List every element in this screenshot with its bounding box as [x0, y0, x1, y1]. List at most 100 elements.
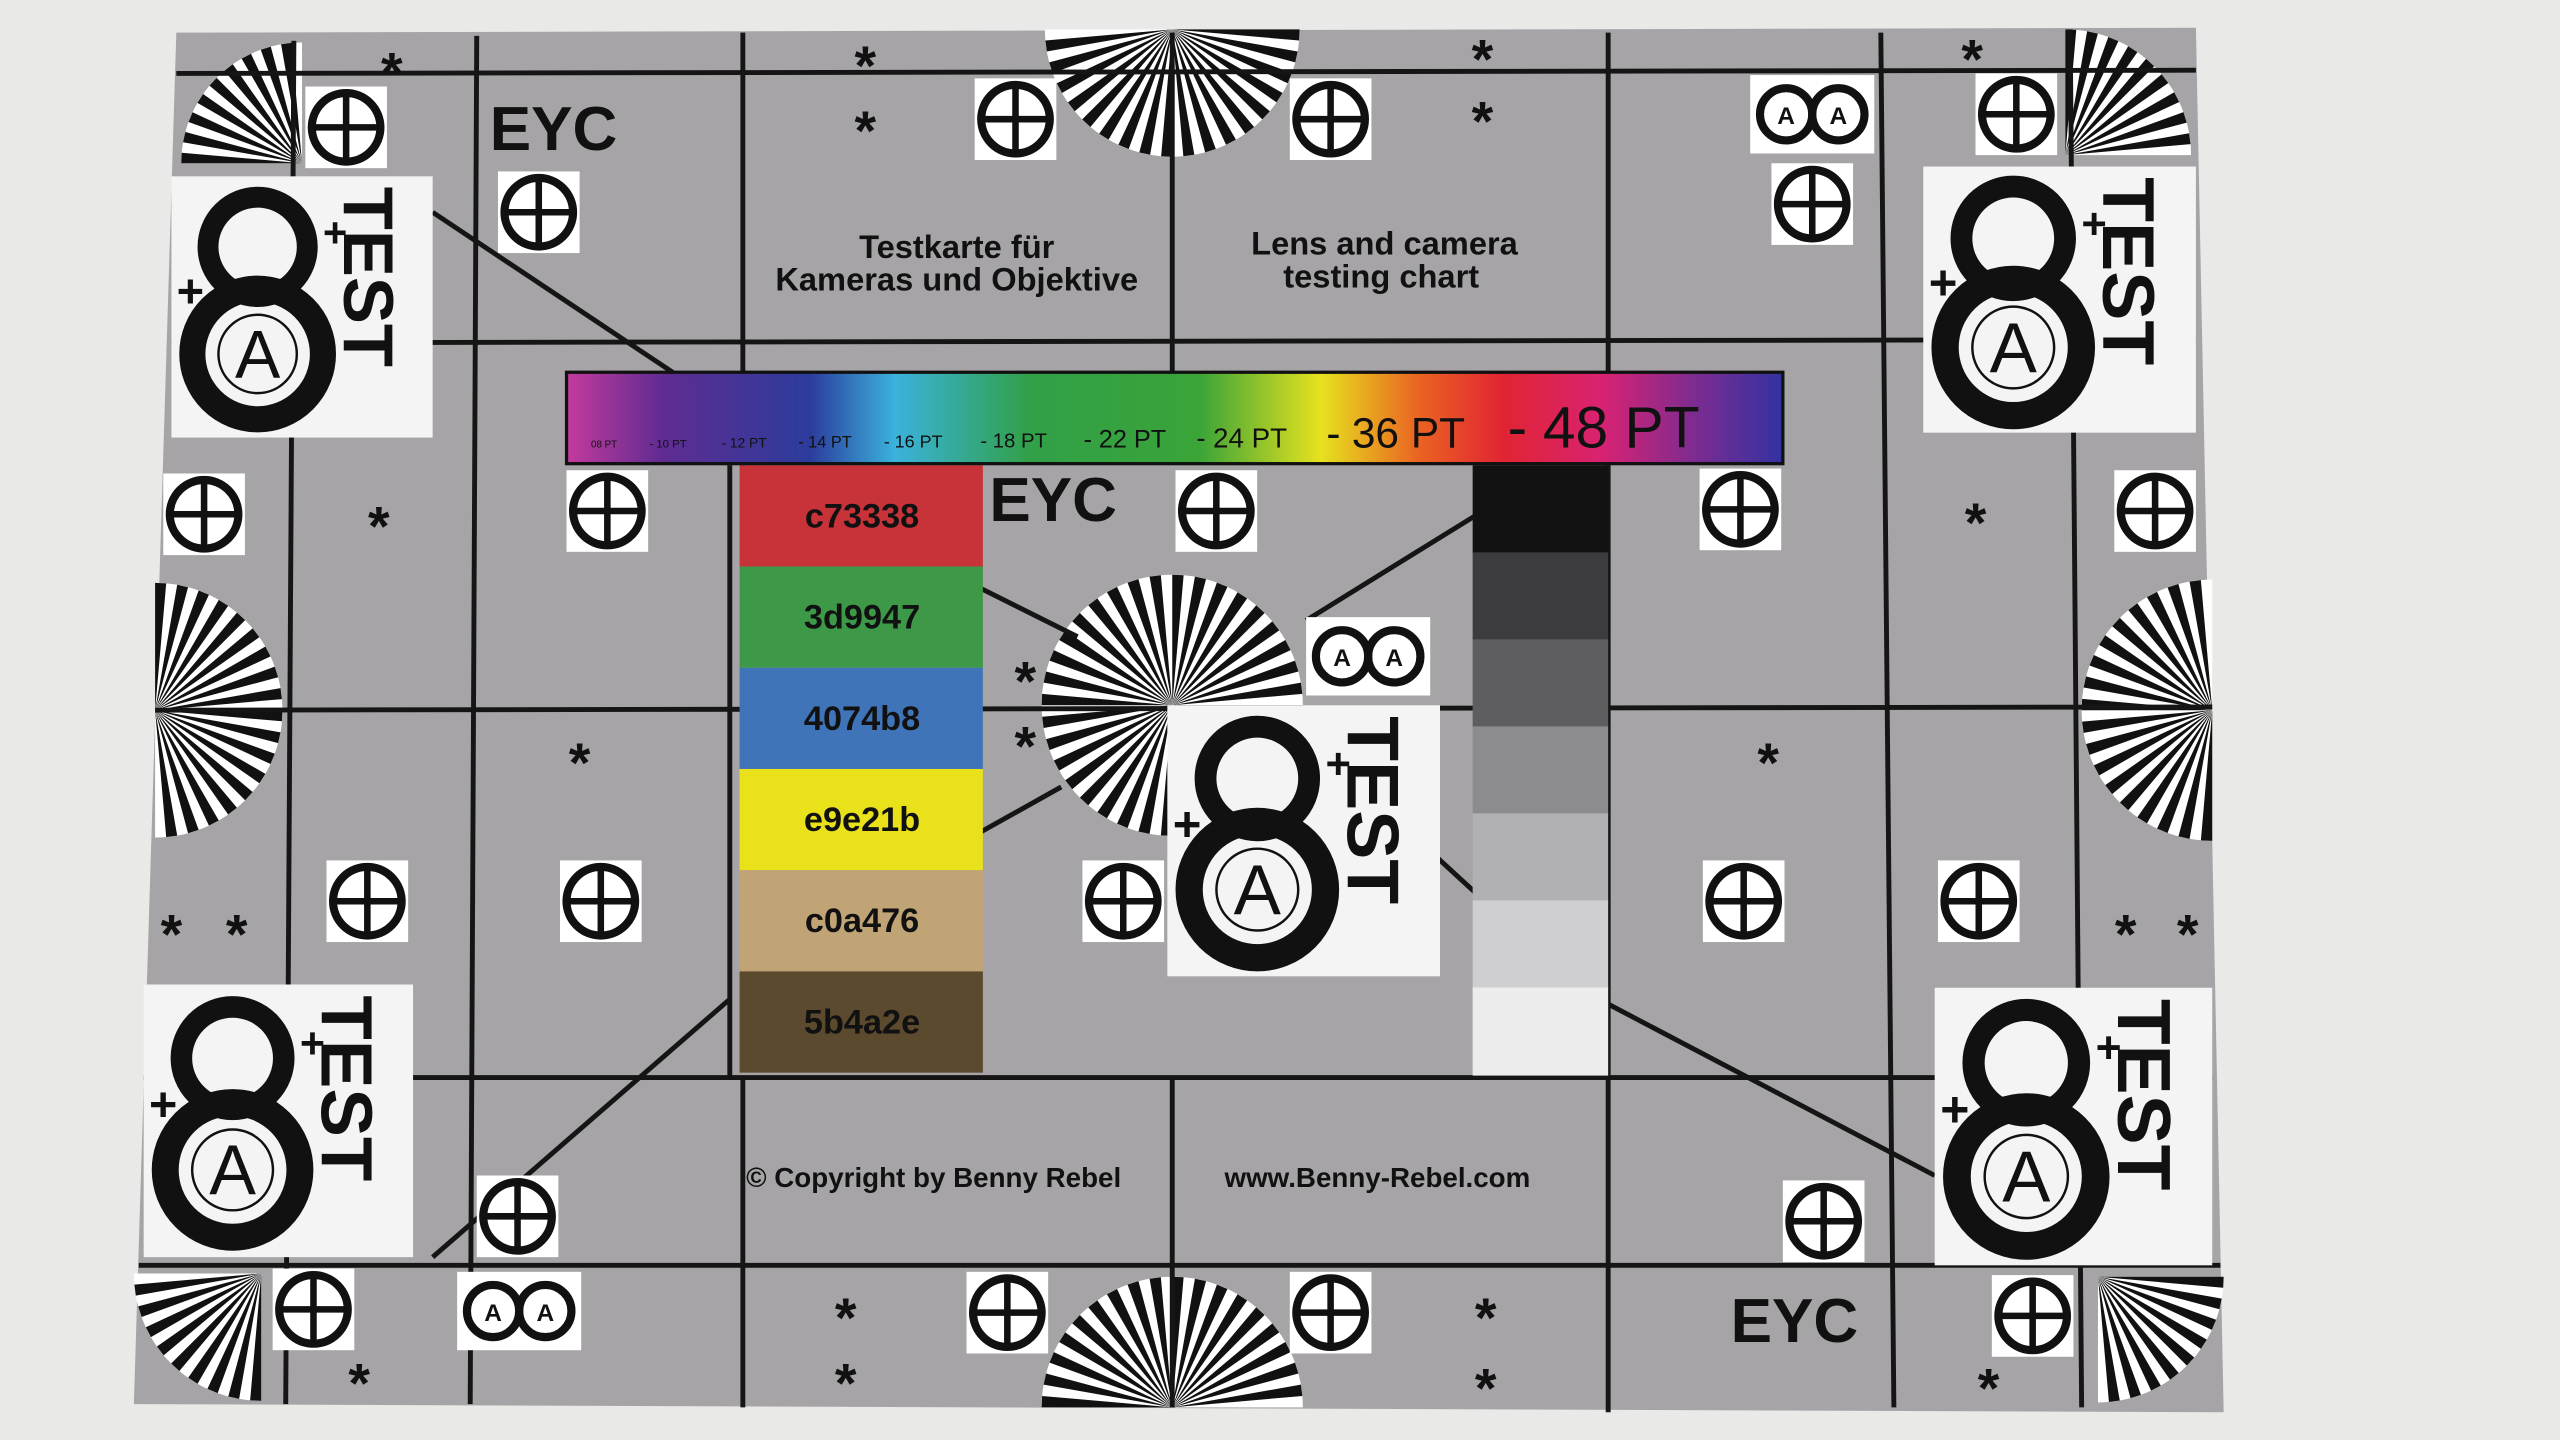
star-wedge [224, 64, 303, 164]
star-wedge [188, 1273, 262, 1384]
star-wedge [1138, 705, 1173, 834]
asterisk-mark: * [368, 495, 390, 557]
star-wedge [1043, 671, 1173, 706]
gray-step [1472, 900, 1609, 989]
star-wedge [1172, 1323, 1280, 1408]
star-wedge [2097, 1276, 2161, 1391]
star-wedge [155, 646, 271, 711]
grid-line [467, 35, 480, 1405]
star-wedge [1172, 1362, 1299, 1408]
star-wedge [1172, 29, 1255, 134]
asterisk-mark: * [161, 903, 183, 965]
star-wedge [1099, 29, 1173, 140]
svg-text:A: A [1777, 103, 1795, 130]
asterisk-mark: * [1015, 716, 1037, 778]
star-wedge [155, 628, 260, 711]
star-wedge [2097, 1276, 2179, 1380]
test-target-icon [2114, 470, 2196, 552]
test-vertical-word: TEST [1331, 716, 1414, 904]
asterisk-mark: * [1965, 492, 1987, 554]
test-target-icon [1782, 1180, 1865, 1263]
star-wedge [2146, 591, 2213, 711]
star-wedge [1149, 1277, 1173, 1408]
star-wedge [2083, 676, 2213, 711]
star-wedge [1043, 1373, 1173, 1408]
star-wedge [155, 590, 209, 711]
color-swatch-label: c0a476 [805, 902, 919, 940]
star-wedge [2157, 710, 2213, 833]
asterisk-mark: * [1472, 28, 1494, 90]
eight-lower-loop [1931, 265, 2096, 430]
title-english-line1: Lens and camera [1251, 225, 1519, 262]
star-wedge [2097, 1276, 2217, 1330]
letter-a: A [1234, 851, 1282, 930]
grid-line [1607, 1001, 1936, 1178]
test-vertical-word: TEST [305, 995, 386, 1181]
eyc-label-bottom-right: EYC [1731, 1287, 1859, 1356]
asterisk-mark: * [1472, 90, 1494, 152]
siemens-star-bottom-right [2097, 1276, 2224, 1403]
star-wedge [1161, 29, 1173, 157]
star-wedge [155, 710, 266, 784]
plus-mark: + [2096, 1024, 2122, 1073]
color-swatch-label: e9e21b [804, 801, 920, 839]
star-wedge [183, 131, 303, 164]
svg-text:A: A [536, 1300, 554, 1327]
star-wedge [1106, 1288, 1173, 1408]
star-wedge [1041, 693, 1173, 706]
star-wedge [1106, 586, 1173, 706]
star-wedge [188, 112, 303, 164]
star-wedge [1059, 1332, 1173, 1408]
star-wedge [2097, 1276, 2207, 1349]
asterisk-mark: * [1015, 650, 1037, 712]
star-wedge [2128, 603, 2213, 711]
star-wedge [209, 77, 303, 164]
star-wedge [1172, 1276, 1184, 1408]
asterisk-mark: * [855, 100, 877, 162]
star-wedge [1172, 621, 1280, 706]
asterisk-mark: * [835, 1287, 857, 1349]
star-wedge [2200, 710, 2213, 841]
test-target-icon [1975, 73, 2058, 156]
star-wedge [1045, 29, 1173, 52]
star-wedge [155, 710, 275, 765]
asterisk-mark: * [1475, 1287, 1497, 1349]
plus-mark: + [323, 209, 347, 256]
star-wedge [2119, 710, 2213, 811]
font-scale-separator: - [980, 430, 987, 452]
star-wedge [2097, 1276, 2195, 1366]
grid-line [1435, 855, 1480, 897]
font-scale-separator: - [1326, 409, 1340, 456]
asterisk-mark: * [2177, 903, 2199, 965]
grid-line [176, 67, 2196, 76]
star-wedge [1172, 582, 1228, 706]
test-target-icon [560, 860, 642, 943]
gray-step [1472, 813, 1609, 902]
star-wedge [2105, 710, 2213, 795]
color-swatch-c0a476 [739, 870, 983, 972]
star-wedge [2065, 31, 2098, 156]
star-wedge [1172, 1278, 1207, 1408]
siemens-star-bottom-left [133, 1273, 262, 1401]
asterisk-mark: * [835, 1352, 857, 1414]
star-wedge [155, 599, 229, 711]
star-wedge [1172, 640, 1291, 706]
star-wedge [2097, 1276, 2141, 1399]
star-wedge [2178, 710, 2213, 839]
asterisk-mark: * [855, 35, 877, 97]
svg-text:A: A [484, 1300, 502, 1327]
title-english-line2: testing chart [1283, 257, 1479, 294]
font-scale-label: 18 PT [993, 430, 1047, 452]
font-scale-label: 08 PT [591, 439, 617, 450]
siemens-stars [133, 29, 2224, 1408]
font-scale-label: 16 PT [895, 431, 943, 451]
star-wedge [1172, 605, 1265, 706]
svg-text:A: A [1830, 103, 1848, 130]
star-wedge [155, 582, 167, 711]
color-swatch-label: 3d9947 [804, 599, 920, 637]
